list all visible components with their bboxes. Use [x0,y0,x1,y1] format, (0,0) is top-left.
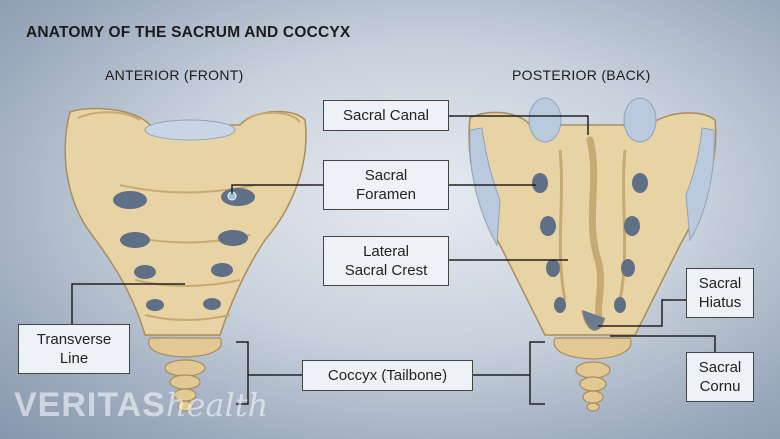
anterior-coccyx [148,337,222,412]
leader-sacral-hiatus [598,299,686,327]
veritas-health-logo: VERITAShealth [14,386,268,425]
label-sacral-foramen: Sacral Foramen [323,160,449,210]
label-sacral-canal: Sacral Canal [323,100,449,131]
label-sacral-cornu: Sacral Cornu [686,352,754,402]
label-transverse-line-line1: Transverse [36,331,112,348]
label-coccyx-text: Coccyx (Tailbone) [327,367,448,384]
label-lateral-sacral-crest-line2: Sacral Crest [344,262,428,279]
label-sacral-hiatus: Sacral Hiatus [686,268,754,318]
logo-suffix-text: health [165,386,269,424]
leader-transverse-line [71,283,185,325]
leader-sacral-canal [448,115,589,135]
leader-lines [71,115,716,405]
posterior-coccyx [553,337,632,412]
leader-sacral-foramen-left [231,184,325,194]
anterior-s1-disc [144,119,236,141]
label-lateral-sacral-crest: Lateral Sacral Crest [323,236,449,286]
label-lateral-sacral-crest-line1: Lateral [363,243,409,260]
leader-coccyx-left [236,341,249,405]
anterior-sacrum-body [64,107,307,336]
label-sacral-canal-text: Sacral Canal [343,107,429,124]
label-transverse-line-line2: Line [59,350,89,367]
label-sacral-cornu-line1: Sacral [698,359,742,376]
label-transverse-line: Transverse Line [18,324,130,374]
label-sacral-foramen-line2: Foramen [355,186,417,203]
logo-brand-text: VERITAS [14,386,166,424]
label-coccyx: Coccyx (Tailbone) [302,360,473,391]
label-sacral-foramen-line1: Sacral [364,167,408,184]
anterior-view-label: ANTERIOR (FRONT) [105,67,244,83]
label-sacral-hiatus-line2: Hiatus [698,294,742,311]
diagram-title: ANATOMY OF THE SACRUM AND COCCYX [26,24,351,41]
leader-sacral-cornu [610,335,716,352]
anterior-sacrum [64,107,307,412]
label-sacral-hiatus-line1: Sacral [698,275,742,292]
leader-coccyx-right [529,341,545,405]
label-sacral-cornu-line2: Cornu [699,378,741,395]
posterior-view-label: POSTERIOR (BACK) [512,67,651,83]
posterior-sacrum [468,97,717,412]
